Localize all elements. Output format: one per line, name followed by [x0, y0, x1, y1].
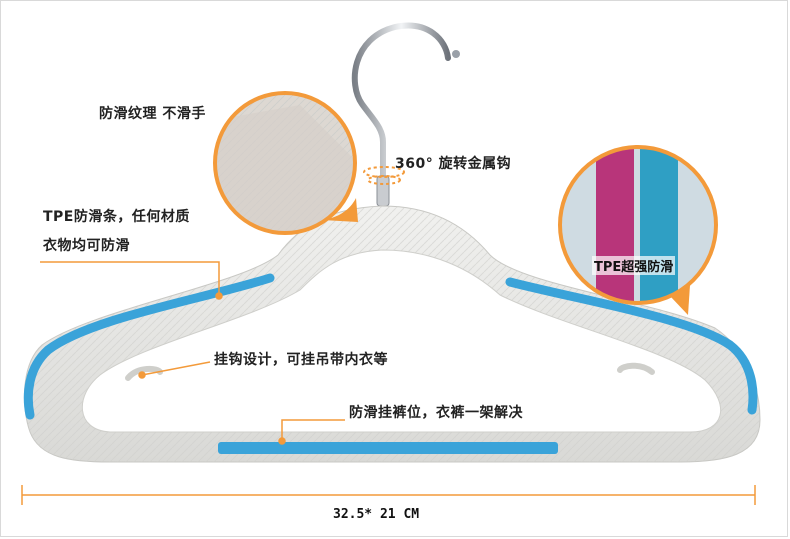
dimension-line [21, 485, 756, 505]
rotating-hook-icon [363, 166, 405, 185]
texture-closeup-icon [213, 91, 358, 235]
label-rotating-hook: 360° 旋转金属钩 [395, 156, 512, 172]
label-tpe-strip-line1: TPE防滑条，任何材质 [43, 209, 190, 225]
callout-lines [40, 261, 345, 445]
tpe-color-closeup-icon [558, 145, 718, 315]
hanger-body [23, 205, 761, 463]
label-grip-texture: 防滑纹理 不滑手 [99, 106, 206, 122]
tpe-strips [23, 273, 758, 454]
label-notch-hooks: 挂钩设计，可挂吊带内衣等 [214, 352, 388, 368]
label-tpe-strip-line2: 衣物均可防滑 [43, 238, 130, 254]
label-tpe-inset: TPE超强防滑 [592, 256, 676, 275]
metal-hook-icon [351, 22, 460, 208]
label-trouser-bar: 防滑挂裤位，衣裤一架解决 [349, 405, 523, 421]
label-dimensions: 32.5* 21 CM [333, 507, 420, 522]
